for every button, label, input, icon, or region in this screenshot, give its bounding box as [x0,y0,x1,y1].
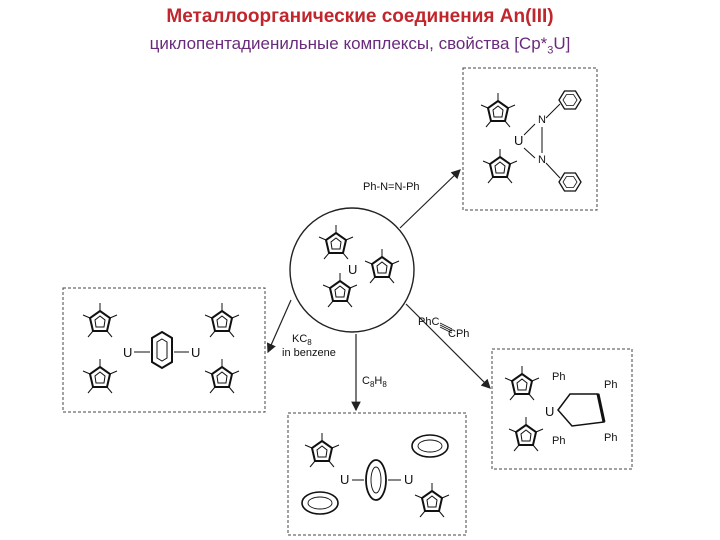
cot-bridge-ring-icon [365,459,387,501]
cp-ring-icon [414,482,450,518]
reagent-cot: C8H8 [362,375,387,389]
cp-ring-icon [204,302,240,338]
benzene-ring-icon [151,330,173,370]
uranium-label: U [191,345,200,360]
central-cp3u-complex: U [289,207,415,333]
subtitle-main: циклопентадиенильные комплексы, свойства… [149,34,548,53]
nitrogen-label: N [538,154,546,166]
phenyl-label: Ph [552,435,565,447]
kc8-solvent: in benzene [282,347,336,359]
uranium-label: U [514,133,523,148]
alkyne-right: CPh [448,328,469,340]
box-metallacycle-product: U Ph Ph Ph Ph [491,348,633,470]
cp-ring-icon [82,358,118,394]
cp-ring-icon [318,224,354,260]
svg-text:KC8: KC8 [292,333,312,347]
uranium-label: U [340,472,349,487]
cot-sub2: 8 [382,380,387,389]
cp-ring-icon [508,416,544,452]
phenyl-label: Ph [604,432,617,444]
kc8-text: KC [292,333,307,345]
uranium-label: U [123,345,132,360]
phenyl-ring-icon [558,172,582,192]
arrow-to-benzene [267,299,292,354]
reagent-kc8: KC8 in benzene [282,333,336,359]
cot-h: H [374,375,382,387]
slide-title: Металлоорганические соединения An(III) [166,6,554,27]
box-azobenzene-product: U N N [462,67,598,211]
slide-subtitle: циклопентадиенильные комплексы, свойства… [0,34,720,56]
cp-ring-icon [480,92,516,128]
phenyl-label: Ph [552,371,565,383]
arrow-to-azobenzene [399,169,461,229]
cp-ring-icon [482,148,518,184]
subtitle-end: U] [553,34,571,53]
cp-ring-icon [204,358,240,394]
cot-ring-icon [301,491,339,515]
box-benzene-bridged-product: U U [62,287,266,413]
nitrogen-label: N [538,114,546,126]
phenyl-ring-icon [558,90,582,110]
uranium-label: U [545,404,554,419]
kc8-sub: 8 [307,338,312,347]
cp-ring-icon [504,365,540,401]
cp-ring-icon [304,432,340,468]
cp-ring-icon [364,248,400,284]
box-cot-bridged-product: U U [287,412,467,536]
reagent-diphenylacetylene: PhC CPh [418,316,469,340]
subtitle-subscript: 3 [547,44,554,57]
cot-c: C [362,375,370,387]
cp-ring-icon [82,302,118,338]
alkyne-left: PhC [418,316,439,328]
cot-sub1: 8 [370,380,375,389]
uranium-label: U [348,262,357,277]
reagent-azobenzene: Ph-N=N-Ph [363,181,420,193]
phenyl-label: Ph [604,379,617,391]
cp-ring-icon [322,272,358,308]
uranium-label: U [404,472,413,487]
arrow-to-metallacycle [405,303,491,389]
cot-ring-icon [411,434,449,458]
